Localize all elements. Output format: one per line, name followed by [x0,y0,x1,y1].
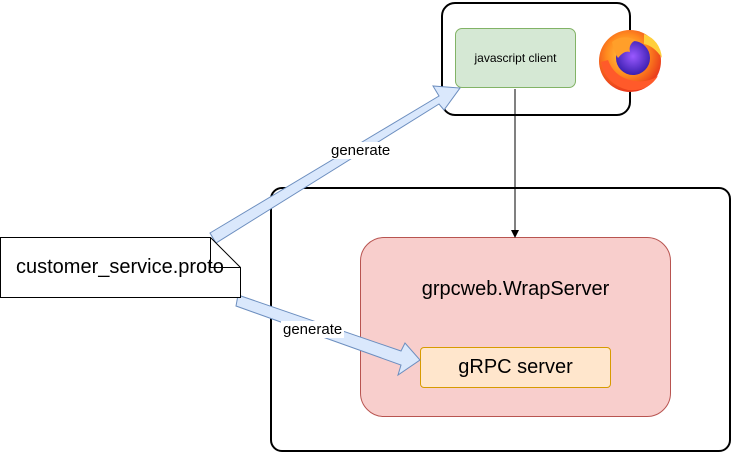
javascript-client-node: javascript client [455,28,576,88]
folded-corner-icon [210,237,241,268]
grpc-server-node: gRPC server [420,347,611,388]
proto-file-node: customer_service.proto [0,237,240,297]
generate-client-label: generate [329,142,393,159]
wrap-server-label: grpcweb.WrapServer [421,278,610,300]
proto-file-shape [0,237,241,298]
grpc-server-label: gRPC server [458,356,573,378]
generate-client-arrow [209,85,461,244]
proto-file-label: customer_service.proto [16,255,224,278]
generate-server-label: generate [281,321,345,338]
firefox-logo-icon [599,30,662,92]
connector-arrowhead-icon [511,230,519,238]
javascript-client-label: javascript client [474,51,557,65]
